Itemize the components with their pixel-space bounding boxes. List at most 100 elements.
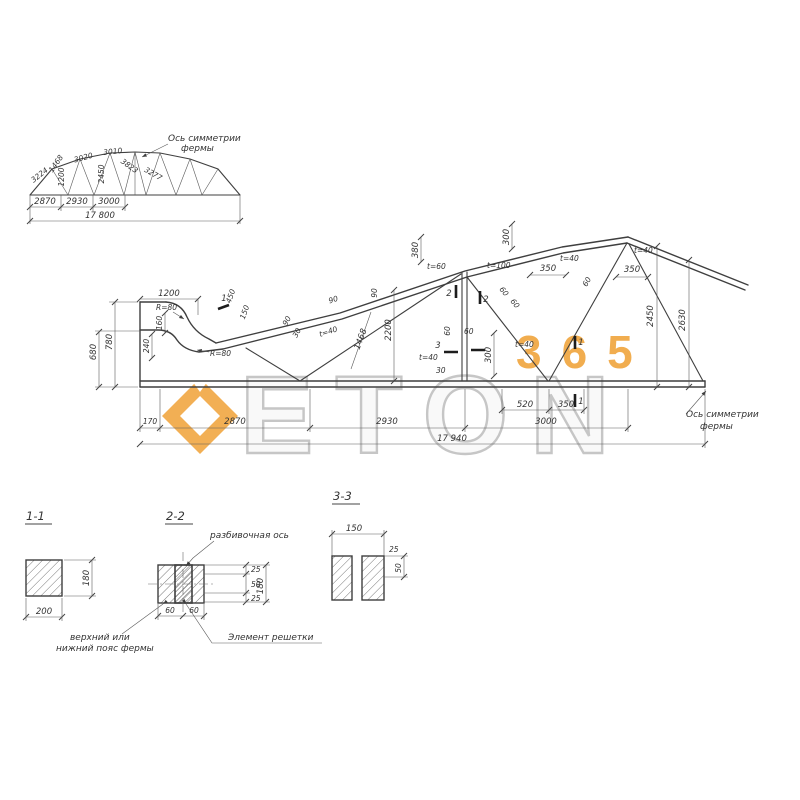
dim-label: 300 bbox=[484, 347, 494, 363]
dim-label: 170 bbox=[143, 417, 158, 426]
line-element bbox=[145, 152, 161, 196]
dim-label: 3020 bbox=[73, 151, 94, 165]
dim-label: 2930 bbox=[376, 417, 398, 427]
member-bar-section bbox=[361, 555, 385, 601]
path-element bbox=[501, 389, 585, 414]
section-cut-1 bbox=[217, 303, 230, 311]
path-element bbox=[26, 217, 244, 225]
dim-label: 180 bbox=[256, 578, 266, 594]
dim-label: 2450 bbox=[97, 164, 106, 183]
dim-label: 2870 bbox=[34, 197, 56, 207]
dim-label: 50 bbox=[394, 563, 403, 573]
thickness-label: t=40 bbox=[318, 324, 339, 338]
dim-label: 17 800 bbox=[85, 211, 115, 221]
dim-label: 25 bbox=[389, 545, 399, 554]
thickness-label: t=100 bbox=[487, 261, 511, 270]
line-element bbox=[350, 311, 372, 370]
section-cut-2 bbox=[454, 285, 482, 304]
dim-label: 60 bbox=[165, 606, 175, 615]
diagonal-member bbox=[548, 242, 628, 382]
dim-label: 380 bbox=[411, 242, 421, 258]
dim-label: 3000 bbox=[98, 197, 120, 207]
line-element bbox=[159, 152, 177, 196]
line-element bbox=[79, 158, 95, 196]
line-element bbox=[51, 168, 69, 196]
path-element bbox=[612, 273, 652, 281]
dim-label: 300 bbox=[502, 229, 512, 245]
line-element bbox=[93, 152, 111, 196]
line-element bbox=[67, 158, 81, 196]
dim-label: 150 bbox=[238, 304, 251, 321]
path-element bbox=[685, 256, 693, 391]
chord-label: верхний или bbox=[70, 633, 130, 643]
path-element bbox=[685, 390, 707, 415]
dim-label: 2930 bbox=[66, 197, 88, 207]
dim-label: 780 bbox=[105, 334, 115, 350]
thickness-label: t=40 bbox=[515, 340, 534, 349]
path-element bbox=[262, 561, 270, 606]
watermark-badge-text: 365 bbox=[516, 326, 653, 378]
dim-label: 2200 bbox=[384, 319, 394, 341]
watermark: ETON 365 bbox=[162, 326, 653, 478]
section-marker: 2 bbox=[483, 295, 488, 305]
dim-label: 520 bbox=[517, 400, 533, 410]
thickness-label: t=40 bbox=[634, 246, 653, 255]
dim-label: 1200 bbox=[158, 289, 180, 299]
dim-label: 3277 bbox=[143, 165, 164, 182]
path-element bbox=[204, 564, 270, 603]
section-2-2: 2-2 разбивочная ось 25 50 25 180 60 60 в… bbox=[56, 509, 322, 654]
dim-label: 60 bbox=[508, 297, 521, 310]
lattice-label: Элемент решетки bbox=[227, 633, 314, 643]
section-marker: 2 bbox=[446, 289, 451, 299]
path-element bbox=[331, 530, 385, 556]
radius-label: R=80 bbox=[210, 349, 231, 358]
chord-label: нижний пояс фермы bbox=[56, 644, 154, 654]
dim-label: 60 bbox=[189, 606, 199, 615]
dim-label: 30 bbox=[291, 326, 304, 339]
dim-label: 2450 bbox=[646, 305, 656, 327]
path-element bbox=[64, 559, 96, 597]
dim-label: 680 bbox=[89, 344, 99, 360]
dim-label: 30 bbox=[436, 366, 446, 375]
symmetry-axis-label: фермы bbox=[181, 144, 214, 154]
overview-lattice bbox=[51, 151, 219, 196]
diagonal-member bbox=[299, 273, 462, 382]
path-element bbox=[25, 598, 63, 621]
path-element bbox=[181, 599, 322, 644]
symmetry-axis-label: Ось симметрии bbox=[686, 410, 759, 420]
dim-label: 350 bbox=[558, 400, 574, 410]
dim-label: 3010 bbox=[103, 146, 123, 157]
dim-label: 60 bbox=[464, 327, 474, 336]
line-element bbox=[123, 151, 136, 196]
path-element bbox=[490, 329, 498, 380]
dim-label: 17 940 bbox=[437, 434, 467, 444]
brand-diamond-inner bbox=[180, 396, 220, 436]
path-element bbox=[390, 286, 398, 385]
dim-label: 90 bbox=[327, 294, 339, 306]
path-element bbox=[196, 349, 210, 353]
dim-label: 240 bbox=[142, 339, 151, 354]
path-element bbox=[29, 195, 241, 224]
dim-label: 1468 bbox=[353, 327, 370, 351]
line-element bbox=[109, 152, 125, 196]
section-title: 2-2 bbox=[166, 509, 185, 523]
dim-label: 2630 bbox=[678, 309, 688, 331]
dim-label: 3000 bbox=[535, 417, 557, 427]
dim-label: 25 bbox=[251, 594, 261, 603]
path-element bbox=[526, 271, 570, 279]
dim-label: 450 bbox=[224, 288, 237, 305]
chord-cross-section bbox=[25, 559, 63, 597]
thickness-label: t=40 bbox=[419, 353, 438, 362]
section-marker: 1 bbox=[578, 397, 583, 407]
diagonal-member bbox=[628, 243, 704, 382]
dim-label: 90 bbox=[370, 288, 379, 298]
path-element bbox=[400, 552, 408, 581]
line-element bbox=[189, 158, 203, 196]
dim-label: 2870 bbox=[224, 417, 246, 427]
watermark-brand-text: ETON bbox=[240, 354, 632, 477]
path-element bbox=[148, 330, 156, 362]
dim-label: 25 bbox=[251, 565, 261, 574]
support-inner-fillet bbox=[139, 329, 224, 353]
